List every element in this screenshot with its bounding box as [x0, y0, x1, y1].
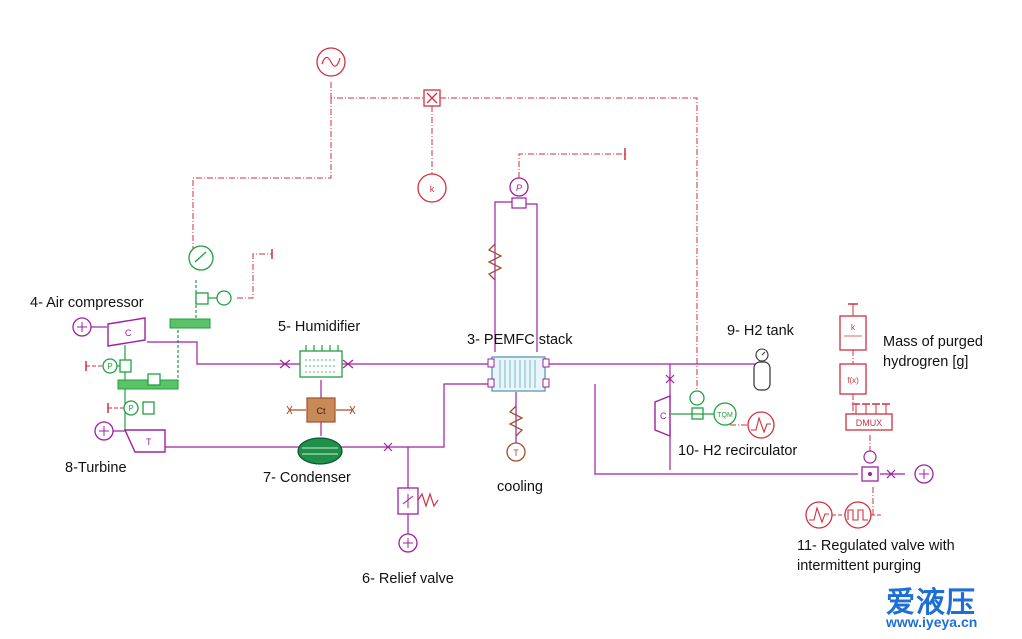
- condenser-valve: [383, 442, 393, 452]
- fluid-line-stack-sensor-left: [494, 201, 512, 352]
- label-mass-purged-line1: Mass of purged: [883, 334, 983, 350]
- purge-outlet-sink[interactable]: [914, 464, 934, 484]
- label-turbine: 8-Turbine: [65, 460, 127, 476]
- label-regulated-valve-line2: intermittent purging: [797, 558, 922, 574]
- purge-pulse-generator[interactable]: [832, 501, 882, 529]
- signal-line-pressure-out: [518, 153, 625, 178]
- gain-block[interactable]: k: [839, 303, 867, 351]
- label-pemfc-stack: 3- PEMFC stack: [467, 332, 573, 348]
- demux-block[interactable]: DMUX: [845, 403, 893, 431]
- stack-thermal-resistor: [487, 243, 503, 281]
- gain-circle[interactable]: k: [417, 173, 447, 203]
- h2-tank[interactable]: [753, 348, 771, 391]
- signal-line-multiplier-to-recirc: [440, 97, 698, 395]
- signal-line-source-to-multiplier: [330, 82, 424, 99]
- air-compressor[interactable]: C: [107, 317, 146, 347]
- gain-circle-label: k: [430, 184, 435, 194]
- pressure-sensor-turbine-tag: P: [128, 404, 133, 413]
- label-h2-recirculator: 10- H2 recirculator: [678, 443, 798, 459]
- demux-block-tag: DMUX: [856, 418, 883, 428]
- pemfc-stack[interactable]: [487, 356, 550, 392]
- label-mass-purged-line2: hydrogren [g]: [883, 354, 969, 370]
- pressure-sensor-turbine[interactable]: P: [107, 400, 155, 416]
- purge-valve-cross: [886, 469, 896, 479]
- shaft-coupling-upper: [169, 318, 211, 329]
- fluid-line-compressor-to-humidifier: [147, 341, 492, 365]
- condenser[interactable]: [297, 437, 343, 465]
- relief-valve-sink[interactable]: [398, 533, 418, 553]
- watermark-url: www.iyeya.cn: [886, 614, 978, 630]
- condenser-tag: Ct: [317, 406, 326, 416]
- label-h2-tank: 9- H2 tank: [727, 323, 794, 339]
- signal-lines: [192, 82, 874, 515]
- speed-sensor-compressor[interactable]: [188, 245, 214, 271]
- label-regulated-valve-line1: 11- Regulated valve with: [797, 538, 955, 554]
- condenser-heat-exchanger[interactable]: Ct: [286, 397, 356, 423]
- compressor-power-node: [195, 290, 232, 306]
- cooling-temperature-tag: T: [513, 448, 519, 458]
- cooling-element[interactable]: T: [506, 405, 526, 462]
- label-humidifier: 5- Humidifier: [278, 319, 361, 335]
- label-condenser: 7- Condenser: [263, 470, 351, 486]
- purge-signal-source[interactable]: [805, 501, 833, 529]
- label-air-compressor: 4- Air compressor: [30, 295, 144, 311]
- function-block[interactable]: f(x): [839, 363, 867, 395]
- h2-recirculator-compressor[interactable]: C: [654, 394, 671, 438]
- recirc-valve: [665, 374, 675, 384]
- multiplier-block[interactable]: [423, 89, 441, 107]
- turbine-tag: T: [146, 437, 152, 447]
- relief-valve[interactable]: [397, 487, 439, 515]
- stack-pressure-sensor[interactable]: P: [509, 177, 529, 209]
- turbine-exhaust-source[interactable]: [94, 421, 125, 441]
- watermark-logo: 爱液压: [886, 585, 977, 619]
- gain-block-tag: k: [851, 323, 856, 332]
- label-cooling: cooling: [497, 479, 543, 495]
- humidifier[interactable]: [299, 345, 343, 378]
- recirc-timer-source[interactable]: [747, 411, 775, 439]
- signal-source-top[interactable]: [316, 47, 346, 77]
- signal-line-branch-to-compressor: [192, 98, 332, 252]
- recirc-motor[interactable]: TQM: [713, 402, 737, 426]
- signal-line-comp-sensor-out: [237, 253, 272, 299]
- function-block-tag: f(x): [847, 376, 859, 385]
- pressure-sensor-compressor-tag: P: [107, 362, 112, 371]
- purge-valve-sensor[interactable]: [861, 450, 879, 482]
- turbine[interactable]: T: [123, 429, 166, 453]
- fluid-line-stack-sensor-right: [526, 203, 538, 352]
- recirc-compressor-tag: C: [660, 411, 667, 421]
- shaft-coupling-lower: [117, 359, 179, 390]
- humidifier-valves: [279, 359, 354, 369]
- fluid-line-purge: [594, 384, 858, 475]
- pressure-sensor-compressor[interactable]: P: [85, 358, 122, 374]
- air-inlet-source[interactable]: [72, 317, 107, 337]
- air-compressor-tag: C: [125, 328, 132, 338]
- stack-pressure-sensor-tag: P: [516, 183, 522, 193]
- recirc-motor-tag: TQM: [717, 412, 733, 419]
- label-relief-valve: 6- Relief valve: [362, 571, 454, 587]
